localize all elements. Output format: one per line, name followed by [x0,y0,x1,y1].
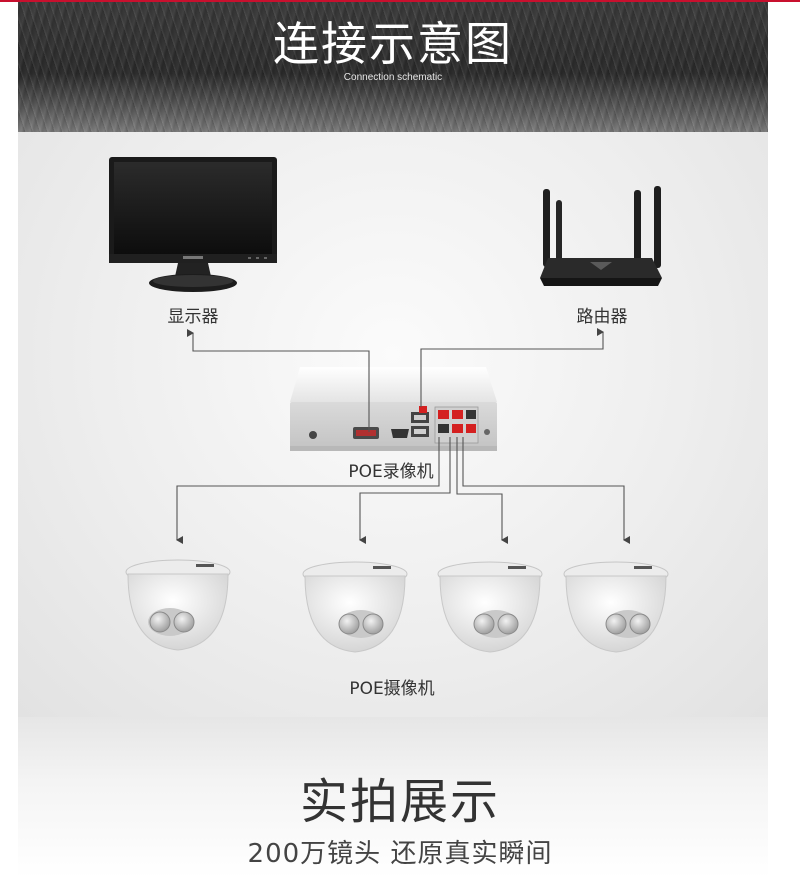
nvr-icon [290,367,497,451]
router-to-nvr-line [420,328,604,407]
nvr-to-camera-1-line [176,437,440,544]
showcase-title: 实拍展示 [299,774,500,830]
monitor-label: 显示器 [167,307,219,327]
dome-camera-icon [437,561,543,653]
nvr-to-monitor-line [187,329,370,432]
showcase-subtitle: 200万镜头 还原真实瞬间 [247,839,553,869]
dome-camera-icon [125,559,231,651]
nvr-to-camera-2-line [359,437,451,544]
header-banner: 连接示意图 Connection schematic [18,2,768,132]
nvr-to-camera-4-line [462,437,630,544]
showcase-section [18,717,768,878]
nvr-to-camera-3-line [456,437,508,544]
cameras-label: POE摄像机 [349,679,435,699]
monitor-icon [109,157,277,292]
connection-lines [176,328,630,544]
page-subtitle: Connection schematic [343,72,443,83]
dome-camera-icon [563,561,669,653]
top-accent-line [0,0,800,2]
dome-camera-icon [302,561,408,653]
page-title: 连接示意图 [273,17,513,71]
router-icon [540,186,662,286]
router-label: 路由器 [576,307,628,327]
nvr-label: POE录像机 [348,462,434,482]
